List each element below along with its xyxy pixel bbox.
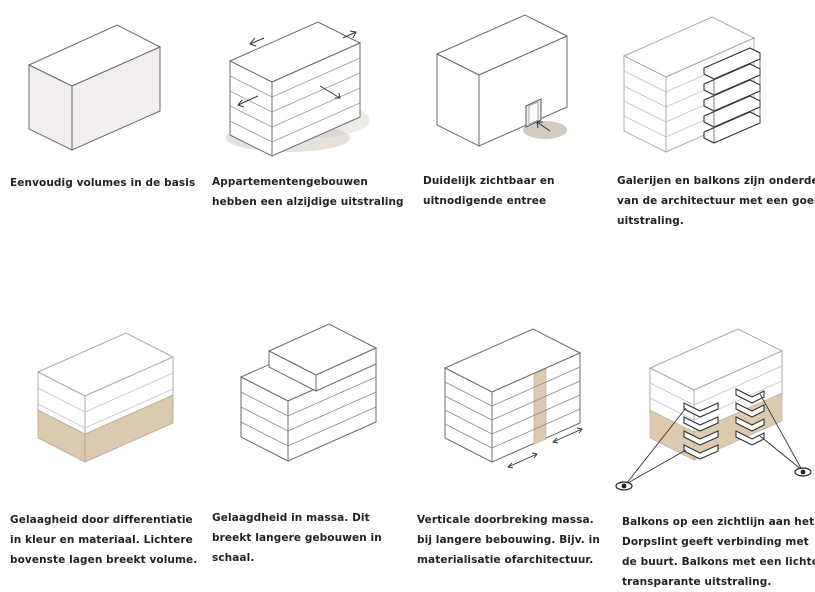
layering-material-illustration: [36, 332, 175, 463]
diagram-panel-layering-material: Gelaagheid door differentiatie in kleur …: [0, 290, 200, 588]
caption-vertical-break: Verticale doorbreking massa. bij langere…: [417, 514, 600, 566]
diagram-panel-balconies-sightline: Balkons op een zichtlijn aan het Dorpsli…: [610, 290, 815, 588]
eye-icon: [615, 481, 633, 491]
arrow-icon: [237, 95, 259, 108]
galleries-illustration: [622, 16, 761, 153]
caption-layering-material: Gelaagheid door differentiatie in kleur …: [10, 514, 198, 566]
balconies-sightline-illustration: [615, 328, 812, 491]
all-sided-illustration: [226, 21, 370, 157]
diagram-panel-galleries: Galerijen en balkons zijn onderdeel van …: [610, 0, 815, 290]
layering-mass-illustration: [239, 323, 378, 462]
diagram-panel-vertical-break: Verticale doorbreking massa. bij langere…: [410, 290, 610, 588]
caption-galleries: Galerijen en balkons zijn onderdeel van …: [617, 175, 815, 227]
arrow-icon: [552, 427, 583, 444]
arrow-icon: [342, 30, 357, 39]
caption-all-sided: Appartementengebouwen hebben een alzijdi…: [212, 176, 404, 208]
arrow-icon: [319, 85, 341, 99]
balcony-stack: [735, 388, 765, 446]
caption-entrance: Duidelijk zichtbaar en uitnodigende entr…: [423, 175, 555, 207]
simple-volume-illustration: [27, 24, 162, 151]
balcony-stack: [703, 47, 761, 144]
caption-balconies-sightline: Balkons op een zichtlijn aan het Dorpsli…: [622, 516, 815, 588]
diagram-panel-layering-mass: Gelaagdheid in massa. Dit breekt langere…: [200, 290, 410, 588]
diagram-panel-simple-volume: Eenvoudig volumes in de basis: [0, 0, 200, 290]
entrance-illustration: [435, 14, 569, 147]
eye-icon: [794, 467, 812, 477]
balcony-stack: [683, 402, 719, 460]
arrow-icon: [507, 452, 538, 469]
diagram-panel-entrance: Duidelijk zichtbaar en uitnodigende entr…: [410, 0, 610, 290]
arrow-icon: [249, 37, 265, 47]
vertical-break-illustration: [443, 328, 583, 469]
caption-layering-mass: Gelaagdheid in massa. Dit breekt langere…: [212, 512, 382, 564]
caption-simple-volume: Eenvoudig volumes in de basis: [10, 177, 196, 189]
arrow-icon: [536, 121, 551, 132]
diagram-panel-all-sided: Appartementengebouwen hebben een alzijdi…: [200, 0, 410, 290]
